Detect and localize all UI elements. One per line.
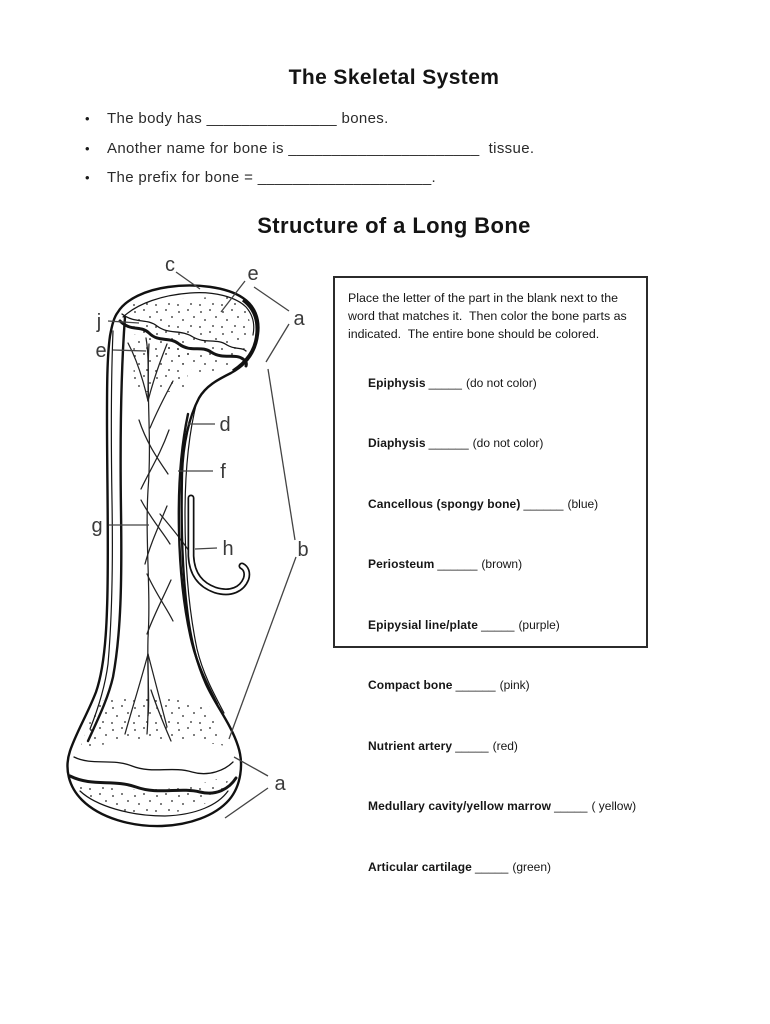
part-row-cancellous: Cancellous (spongy bone)______(blue): [348, 483, 638, 525]
label-h: h: [222, 538, 233, 560]
head-inner-outline: [122, 292, 255, 336]
pointer-b-upper: [267, 368, 296, 541]
bullet-list: • The body has _______________ bones. • …: [85, 104, 534, 193]
epiphyseal-line-top: [118, 319, 248, 368]
label-d: d: [219, 414, 230, 436]
bullet-item: • Another name for bone is _____________…: [85, 134, 534, 164]
part-row-diaphysis: Diaphysis______(do not color): [348, 422, 638, 464]
label-g: g: [91, 515, 102, 537]
pointer-e-top: [220, 280, 246, 313]
pointer-c: [175, 271, 201, 290]
medullary-vessels: [124, 337, 190, 742]
part-term: Compact bone: [368, 678, 453, 692]
label-e-left: e: [95, 340, 106, 362]
part-row-articular-cartilage: Articular cartilage_____(green): [348, 846, 638, 888]
part-note: (red): [492, 738, 518, 753]
stipple-bottom-lower: [78, 774, 230, 814]
label-c: c: [165, 254, 175, 276]
answer-blank: _____: [428, 375, 462, 390]
part-note: (blue): [567, 496, 599, 511]
answer-blank: _____: [455, 738, 489, 753]
pointer-lines: [107, 271, 297, 819]
answer-blank: ______: [437, 557, 478, 571]
bullet-dot-icon: •: [85, 140, 90, 156]
head-right-accent: [232, 298, 259, 373]
label-j: j: [96, 311, 101, 333]
pointer-a-bottom-lower: [224, 787, 269, 819]
part-note: (do not color): [465, 375, 537, 390]
part-term: Diaphysis: [368, 436, 426, 450]
label-e-top: e: [247, 263, 258, 285]
page-title: The Skeletal System: [288, 66, 500, 89]
part-note: (do not color): [472, 436, 544, 450]
part-term: Cancellous (spongy bone): [368, 496, 521, 511]
bullet-dot-icon: •: [85, 170, 90, 186]
bullet-item: • The prefix for bone = ________________…: [85, 163, 534, 193]
answer-blank: ______: [523, 496, 564, 511]
pointer-a-top-lower: [265, 323, 290, 363]
bone-inner-lines: [68, 292, 255, 817]
part-row-periosteum: Periosteum______(brown): [348, 543, 638, 585]
bullet-text: Another name for bone is _______________…: [107, 139, 535, 157]
compact-bone-right-thin: [184, 400, 225, 714]
nutrient-artery: [187, 494, 251, 596]
epiphyseal-line-top-thin: [121, 313, 247, 352]
pointer-j: [107, 320, 140, 324]
answer-blank: _____: [554, 799, 588, 813]
bullet-text: The body has _______________ bones.: [107, 110, 389, 128]
part-row-medullary-cavity: Medullary cavity/yellow marrow_____( yel…: [348, 785, 638, 827]
pointer-h: [194, 547, 218, 550]
part-row-nutrient-artery: Nutrient artery_____(red): [348, 725, 638, 767]
section-title: Structure of a Long Bone: [257, 213, 531, 238]
answer-blank: _____: [474, 859, 509, 874]
answer-blank: _____: [481, 617, 515, 632]
instructions-box: Place the letter of the part in the blan…: [333, 276, 648, 874]
part-note: (pink): [499, 678, 530, 692]
stipple-bottom-upper: [80, 696, 226, 748]
part-row-compact-bone: Compact bone______(pink): [348, 664, 638, 706]
part-term: Articular cartilage: [368, 859, 472, 874]
part-term: Medullary cavity/yellow marrow: [368, 799, 552, 813]
bullet-item: • The body has _______________ bones.: [85, 104, 534, 134]
part-term: Periosteum: [368, 557, 435, 571]
part-row-epiphysis: Epiphysis_____(do not color): [348, 362, 638, 404]
answer-blank: ______: [455, 678, 496, 692]
epiphyseal-line-bottom: [68, 774, 238, 795]
bullet-dot-icon: •: [85, 111, 90, 127]
epiphyseal-line-bottom-thin: [73, 756, 234, 775]
part-term: Epiphysis: [368, 375, 426, 390]
pointer-a-bottom-upper: [233, 756, 269, 777]
part-note: (green): [512, 859, 552, 874]
label-a-top: a: [293, 308, 305, 330]
pointer-e-left: [112, 349, 147, 352]
bottom-inner-outline: [79, 790, 229, 817]
part-term: Epipysial line/plate: [368, 617, 479, 632]
compact-bone-left-heavy: [86, 315, 127, 743]
bullet-text: The prefix for bone = __________________…: [107, 169, 437, 187]
part-row-epipysial-line: Epipysial line/plate_____(purple): [348, 604, 638, 646]
diagram-labels: c e j e a d f g h b a: [91, 254, 308, 795]
part-term: Nutrient artery: [368, 738, 453, 753]
part-note: ( yellow): [591, 799, 637, 813]
label-b: b: [297, 539, 308, 561]
label-a-bottom: a: [274, 773, 286, 795]
instructions-line: indicated. The entire bone should be col…: [348, 327, 600, 341]
pointer-b-lower: [228, 556, 297, 740]
part-note: (brown): [481, 557, 523, 571]
instructions-line: word that matches it. Then color the bon…: [348, 309, 627, 323]
pointer-a-top-upper: [253, 286, 290, 312]
part-note: (purple): [518, 617, 560, 632]
answer-blank: ______: [428, 436, 469, 450]
label-f: f: [220, 461, 226, 483]
compact-bone-left-thin: [89, 330, 114, 730]
instructions-line: Place the letter of the part in the blan…: [348, 291, 619, 305]
